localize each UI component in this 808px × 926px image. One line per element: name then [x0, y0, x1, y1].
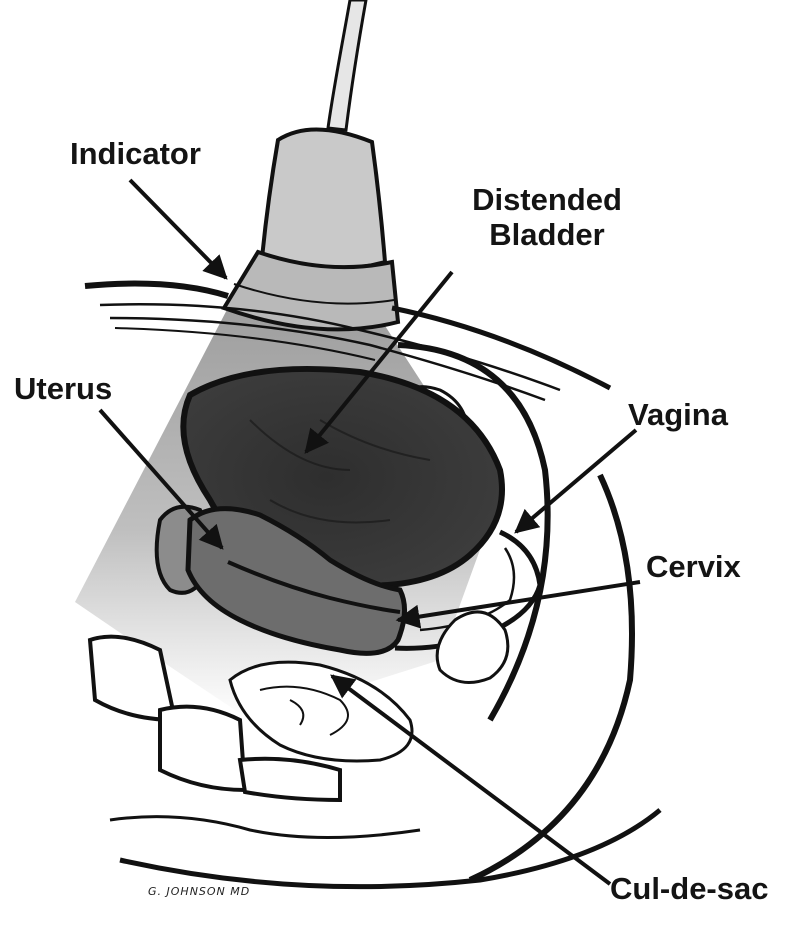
- distended-bladder-label: Distended Bladder: [452, 183, 642, 252]
- artist-signature: G. JOHNSON MD: [148, 885, 250, 898]
- vagina-label: Vagina: [628, 398, 728, 433]
- uterus-label: Uterus: [14, 372, 112, 407]
- distended-bladder-label-line2: Bladder: [452, 218, 642, 253]
- indicator-label: Indicator: [70, 137, 201, 172]
- distended-bladder-label-line1: Distended: [452, 183, 642, 218]
- lower-bowel-line: [110, 817, 420, 838]
- indicator-arrow: [130, 180, 226, 278]
- cul-de-sac-label: Cul-de-sac: [610, 872, 768, 907]
- probe-cable: [328, 0, 366, 130]
- cervix-label: Cervix: [646, 550, 741, 585]
- ultrasound-probe: [224, 129, 398, 329]
- cul-de-sac-arrow: [332, 676, 610, 884]
